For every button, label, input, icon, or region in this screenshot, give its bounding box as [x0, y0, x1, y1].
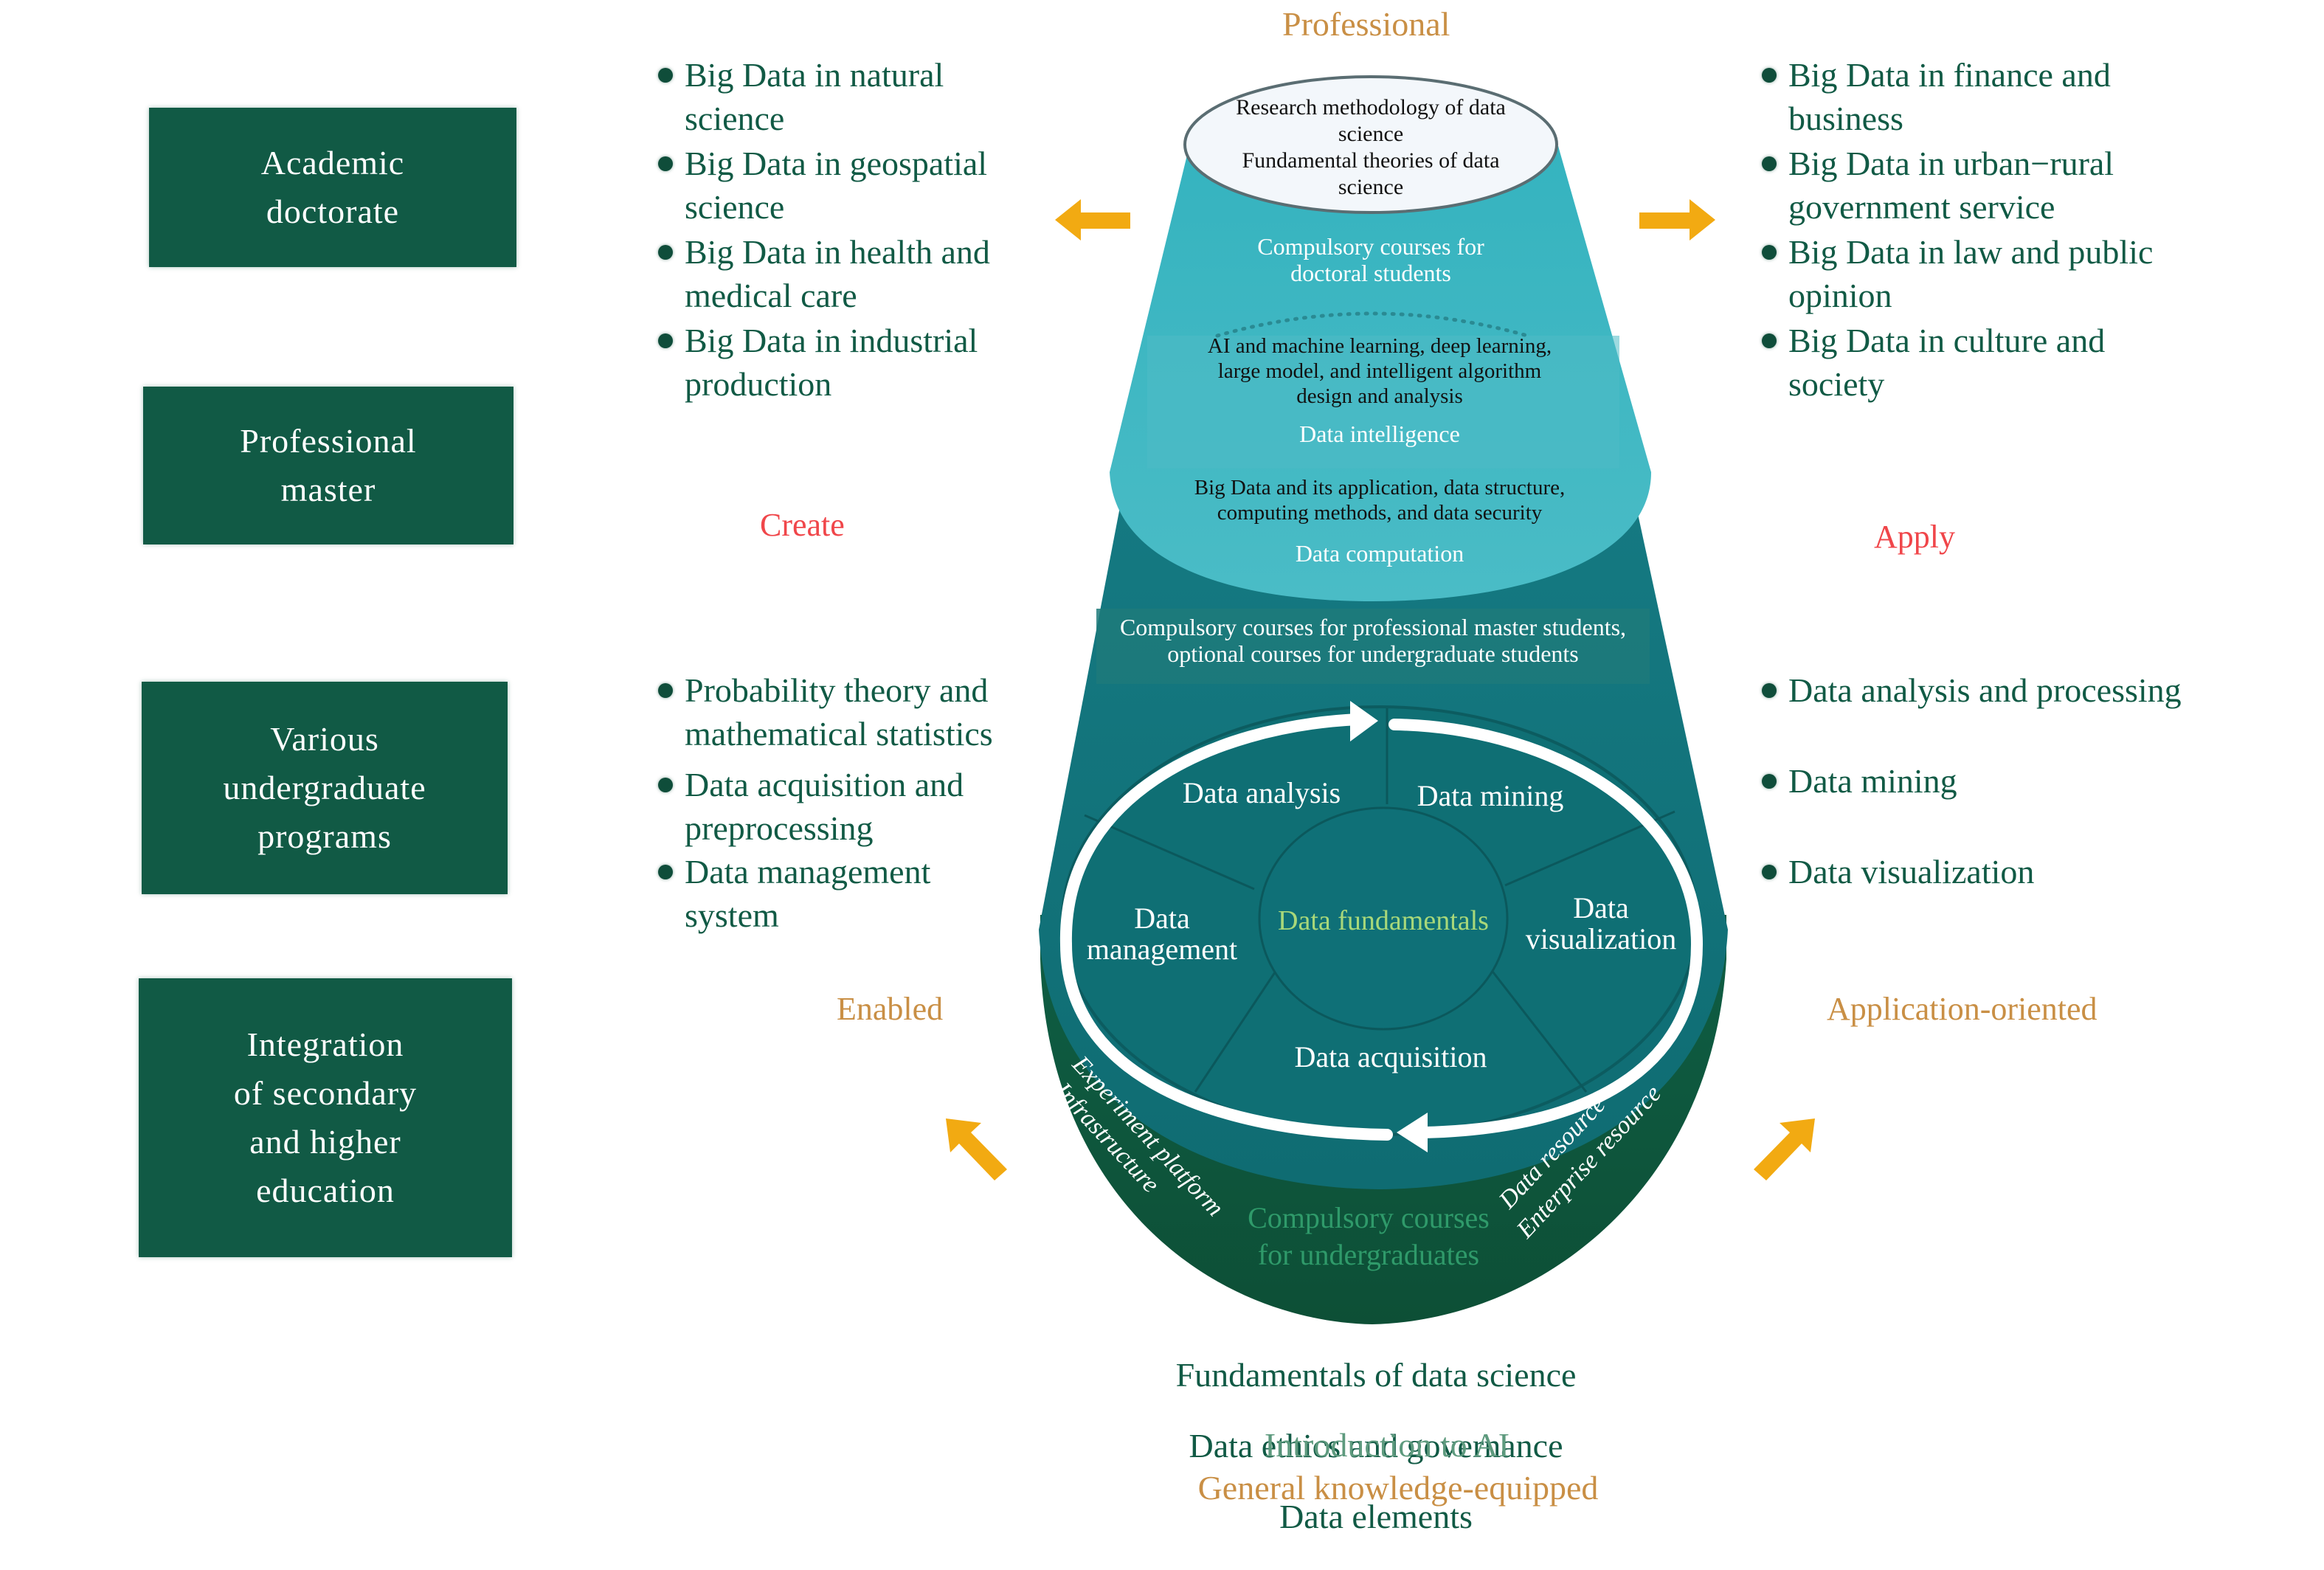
list-item: Probability theory and mathematical stat…	[657, 668, 993, 755]
right-upper-bullet-list: Big Data in finance and business Big Dat…	[1760, 53, 2153, 407]
undergrad-heading: Compulsory courses for undergraduates	[1248, 1201, 1490, 1271]
bullet-icon	[1762, 774, 1777, 789]
bigdata-courses-text: Big Data and its application, data struc…	[1194, 476, 1566, 525]
cone-top-ellipse	[1183, 75, 1558, 214]
wheel-segment-data-acquisition: Data acquisition	[1294, 1040, 1487, 1073]
list-item: Data acquisition and preprocessing	[657, 763, 993, 850]
level-label: Academic doctorate	[260, 144, 405, 230]
list-item: Data management system	[657, 850, 993, 937]
level-box-academic-doctorate: Academic doctorate	[149, 108, 516, 267]
left-upper-bullet-list: Big Data in natural science Big Data in …	[657, 53, 990, 407]
level-box-integration: Integration of secondary and higher educ…	[139, 978, 512, 1257]
data-intelligence-label: Data intelligence	[1299, 421, 1460, 447]
arrow-left-top-icon	[1055, 199, 1130, 241]
arrow-right-top-icon	[1639, 199, 1715, 241]
level-label: Various undergraduate programs	[223, 720, 426, 855]
wheel-spoke	[1481, 958, 1588, 1093]
level-label: Integration of secondary and higher educ…	[233, 1026, 418, 1209]
doctoral-heading: Compulsory courses for doctoral students	[1257, 233, 1484, 286]
master-heading: Compulsory courses for professional mast…	[1119, 614, 1627, 667]
general-knowledge-label: General knowledge-equipped	[1197, 1469, 1599, 1507]
wheel-segment-data-visualization: Data visualization	[1525, 891, 1677, 955]
list-item: Big Data in health and medical care	[657, 230, 990, 317]
level-box-undergraduate: Various undergraduate programs	[142, 682, 508, 894]
list-item: Big Data in natural science	[657, 53, 990, 140]
wheel-segment-data-mining: Data mining	[1417, 779, 1564, 812]
left-lower-bullet-list: Probability theory and mathematical stat…	[657, 668, 993, 938]
bullet-icon	[1762, 683, 1777, 698]
list-item: Big Data in law and public opinion	[1760, 230, 2153, 317]
list-item: Data mining	[1760, 759, 2182, 803]
bullet-icon	[1762, 68, 1777, 83]
ai-band	[1147, 336, 1619, 468]
wheel-center	[1258, 806, 1509, 1031]
cycle-arrowhead-upper	[1350, 701, 1378, 741]
bullet-icon	[658, 778, 673, 792]
cycle-arrow-right	[1388, 719, 1704, 1138]
wheel-spoke	[1084, 814, 1255, 891]
arrow-up-left-icon	[946, 1118, 1007, 1180]
cycle-arrowhead-lower	[1397, 1113, 1428, 1152]
label-create: Create	[760, 507, 845, 543]
intro-ai-label: Introduction to AI	[1264, 1426, 1510, 1464]
master-heading-box	[1096, 609, 1650, 684]
bullet-icon	[658, 333, 673, 348]
wheel-segment-data-management: Data management	[1086, 902, 1238, 966]
cone-diagram: Experiment platform Infrastructure Data …	[946, 75, 1815, 1324]
list-item: Big Data in industrial production	[657, 319, 990, 406]
title-professional: Professional	[1282, 5, 1450, 43]
wheel-center-data-fundamentals: Data fundamentals	[1278, 905, 1489, 936]
bullet-icon	[1762, 333, 1777, 348]
list-item: Big Data in culture and society	[1760, 319, 2153, 406]
list-item: Data analysis and processing	[1760, 668, 2182, 712]
list-item: Big Data in urban−rural government servi…	[1760, 142, 2153, 229]
arrow-up-right-icon	[1754, 1118, 1815, 1180]
label-application-oriented: Application-oriented	[1827, 991, 2098, 1027]
bullet-icon	[1762, 865, 1777, 879]
wheel-spoke	[1194, 958, 1285, 1093]
cycle-arrow-lower-left	[1060, 938, 1393, 1141]
bullet-icon	[658, 683, 673, 698]
wheel-segment-data-analysis: Data analysis	[1182, 776, 1341, 809]
bullet-icon	[658, 865, 673, 879]
list-item: Big Data in finance and business	[1760, 53, 2153, 140]
bullet-icon	[658, 156, 673, 171]
dotted-arc	[1215, 311, 1529, 338]
top-ellipse-text: Research methodology of data science Fun…	[1236, 95, 1506, 199]
level-box-professional-master: Professional master	[143, 387, 513, 544]
cycle-arrow-upper-left	[1059, 713, 1363, 950]
data-computation-label: Data computation	[1295, 540, 1464, 567]
label-apply: Apply	[1874, 519, 1955, 555]
ai-courses-text: AI and machine learning, deep learning, …	[1207, 334, 1552, 408]
bottom-course-item: Data ethics and governance	[1189, 1427, 1563, 1464]
label-enabled: Enabled	[837, 991, 944, 1027]
bullet-icon	[1762, 156, 1777, 171]
level-label: Professional master	[240, 422, 417, 508]
bullet-icon	[1762, 245, 1777, 260]
list-item: Big Data in geospatial science	[657, 142, 990, 229]
list-item: Data visualization	[1760, 850, 2182, 893]
bullet-icon	[658, 245, 673, 260]
right-lower-bullet-list: Data analysis and processing Data mining…	[1760, 668, 2182, 895]
bullet-icon	[658, 68, 673, 83]
bottom-course-item: Fundamentals of data science	[1175, 1356, 1577, 1394]
